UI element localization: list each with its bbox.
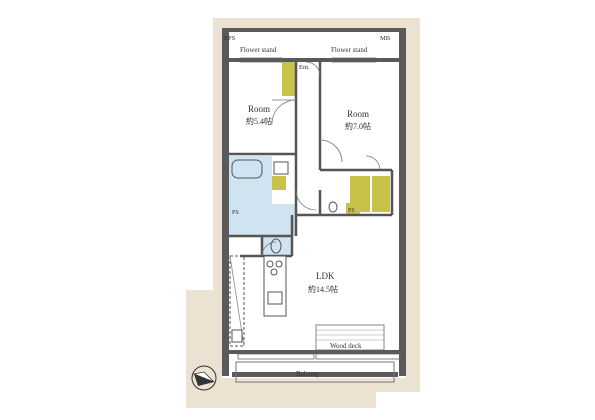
- flower-stand-left-label: Flower stand: [240, 46, 277, 54]
- ps-right-box: [346, 203, 360, 215]
- closet-room2-b: [372, 176, 390, 212]
- bathtub-icon: [231, 159, 263, 179]
- north-arrow-icon: [191, 365, 217, 391]
- bathroom: [228, 156, 272, 204]
- wood-deck-area: [315, 324, 385, 351]
- ldk-name: LDK: [316, 271, 335, 281]
- balcony-area: [235, 361, 395, 383]
- room2-name: Room: [347, 109, 369, 119]
- wood-deck-label: Wood deck: [330, 342, 362, 350]
- kitchen-counter: [263, 255, 287, 317]
- small-box-bottom-left: [231, 329, 243, 343]
- washroom: [228, 204, 296, 236]
- eps-label: EPS: [224, 35, 236, 42]
- entrance-label: Ent.: [299, 64, 310, 71]
- toilet-icon: [270, 238, 282, 254]
- ps-left-label: PS: [232, 210, 239, 216]
- wood-deck-lines: [316, 329, 384, 341]
- mb-label: MB: [380, 35, 391, 42]
- door-swings: [261, 61, 381, 257]
- room1-size: 約5.4帖: [246, 116, 272, 126]
- ps-right-label: PS: [348, 208, 355, 214]
- stove-icon: [266, 260, 283, 276]
- room2-size: 約7.0帖: [345, 121, 371, 131]
- balcony-label: Balcony: [296, 370, 320, 378]
- ldk-size: 約14.5帖: [308, 284, 338, 294]
- window-sashes: [237, 57, 401, 360]
- shoe-closet: [282, 62, 296, 96]
- flower-stand-right-label: Flower stand: [331, 46, 368, 54]
- left-storage: [229, 255, 245, 347]
- toilet-icon-right: [328, 201, 338, 213]
- washbasin-icon: [273, 161, 289, 175]
- interior-walls: [229, 62, 394, 258]
- room1-name: Room: [248, 104, 270, 114]
- toilet: [262, 234, 292, 256]
- exterior-walls: [222, 28, 406, 377]
- sink-icon: [267, 291, 283, 305]
- closet-left-small: [272, 176, 286, 190]
